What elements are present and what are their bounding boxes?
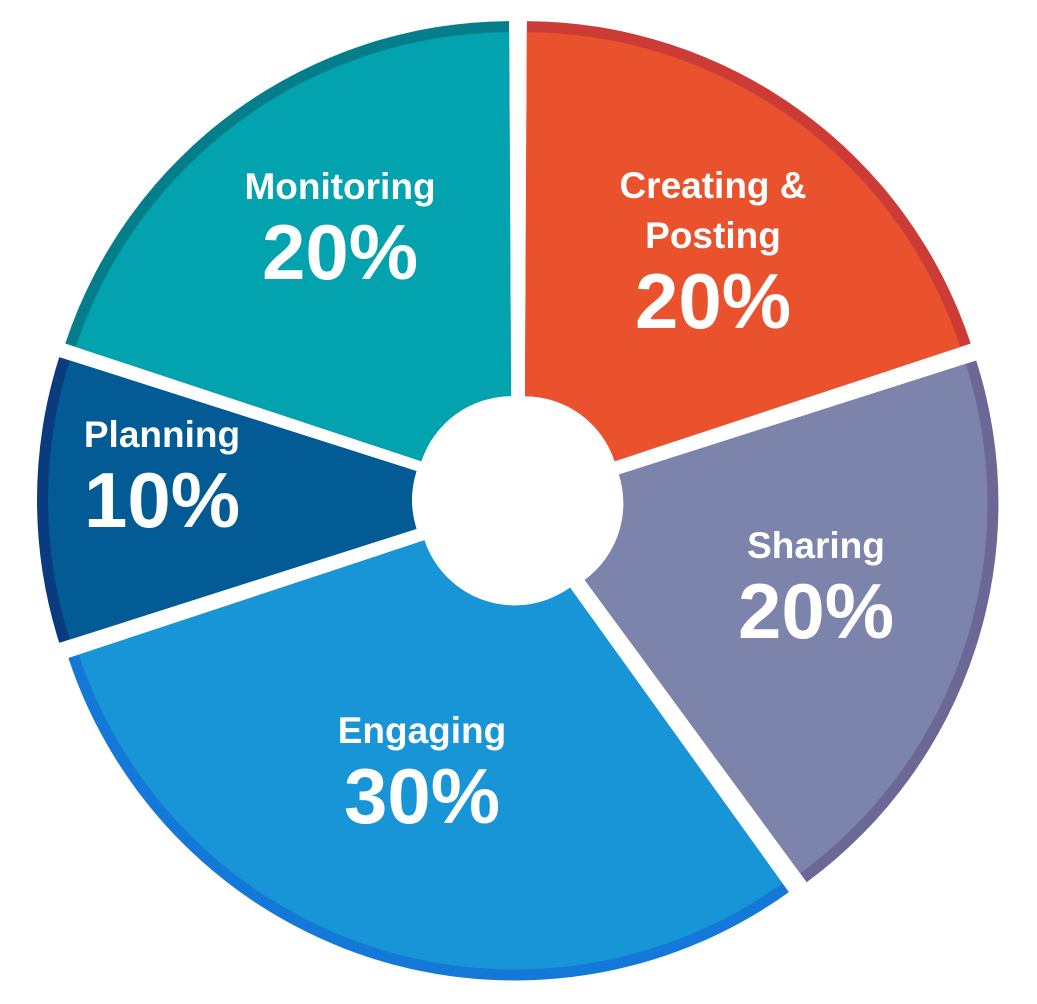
slice-label: Creating &: [619, 165, 806, 206]
slice-label: Planning: [84, 414, 240, 455]
pie-slice-face: [584, 363, 988, 874]
pie-slice-monitoring: [65, 21, 512, 462]
slice-value-label: 20%: [635, 257, 791, 345]
slice-label: Engaging: [338, 710, 507, 751]
slice-label: Monitoring: [244, 166, 435, 207]
pie-slice-planning: [36, 357, 417, 643]
pie-slice-face: [75, 32, 512, 462]
pie-slice-face: [48, 360, 417, 640]
slice-value-label: 30%: [344, 752, 500, 840]
slice-label: Posting: [645, 215, 781, 256]
slice-label: Sharing: [747, 525, 885, 566]
slice-value-label: 20%: [262, 208, 418, 296]
pie-slice-engaging: [68, 540, 789, 981]
slice-value-label: 10%: [84, 456, 240, 544]
pie-slice-face: [78, 540, 783, 970]
donut-center-hole: [423, 405, 613, 595]
pie-slice-creating-posting: [524, 21, 971, 462]
pie-slice-face: [524, 32, 961, 462]
slice-value-label: 20%: [738, 567, 894, 655]
pie-slice-sharing: [584, 360, 999, 883]
